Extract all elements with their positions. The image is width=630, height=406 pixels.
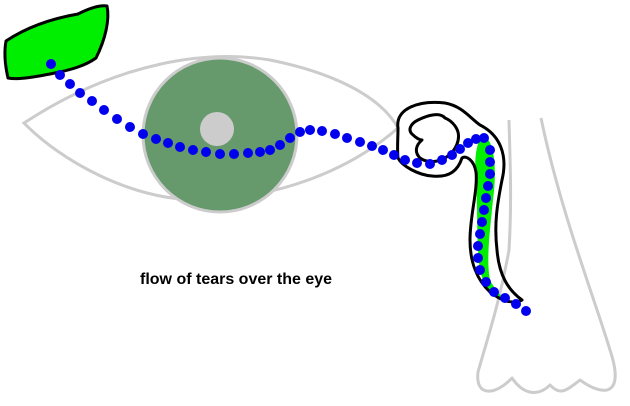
punctum-opening — [408, 113, 460, 164]
tear-dot — [201, 147, 211, 157]
tear-dot — [295, 127, 305, 137]
tear-dot — [55, 70, 65, 80]
tear-dot — [355, 137, 365, 147]
tear-dot — [215, 149, 225, 159]
tear-dot — [163, 138, 173, 148]
tear-dot — [378, 145, 388, 155]
tear-dot — [138, 129, 148, 139]
tear-dot — [479, 205, 489, 215]
tear-dot — [481, 277, 491, 287]
tear-dot — [285, 133, 295, 143]
tear-dot — [521, 306, 531, 316]
tear-dot — [188, 145, 198, 155]
tear-dot — [511, 299, 521, 309]
tear-dot — [151, 134, 161, 144]
tear-dot — [485, 169, 495, 179]
tear-dot — [463, 138, 473, 148]
pupil — [200, 112, 234, 146]
tear-dot — [447, 150, 457, 160]
tear-flow-path — [46, 59, 531, 316]
tear-dot — [471, 134, 481, 144]
tear-dot — [412, 158, 422, 168]
tear-dot — [500, 293, 510, 303]
tear-dot — [175, 142, 185, 152]
tear-dot — [389, 150, 399, 160]
tear-dot — [65, 79, 75, 89]
tear-dot — [455, 144, 465, 154]
tear-dot — [367, 141, 377, 151]
tear-dot — [75, 88, 85, 98]
tear-dot — [481, 193, 491, 203]
tear-dot — [473, 241, 483, 251]
tear-dot — [400, 155, 410, 165]
tear-dot — [275, 140, 285, 150]
tear-dot — [255, 147, 265, 157]
tear-dot — [125, 122, 135, 132]
tear-dot — [99, 105, 109, 115]
nose-outline — [476, 117, 617, 394]
tear-dot — [330, 129, 340, 139]
tear-dot — [229, 149, 239, 159]
tear-dot — [479, 133, 489, 143]
tear-dot — [305, 125, 315, 135]
tear-dot — [485, 145, 495, 155]
tear-dot — [265, 145, 275, 155]
tear-dot — [425, 159, 435, 169]
tear-dot — [46, 59, 56, 69]
tear-dot — [437, 155, 447, 165]
tear-dot — [317, 126, 327, 136]
tear-dot — [485, 157, 495, 167]
tear-dot — [477, 217, 487, 227]
tear-dot — [342, 133, 352, 143]
tear-dot — [243, 148, 253, 158]
tear-dot — [489, 287, 499, 297]
diagram-caption: flow of tears over the eye — [140, 271, 333, 288]
tear-dot — [473, 253, 483, 263]
tear-dot — [475, 229, 485, 239]
lacrimal-gland — [3, 4, 110, 81]
tear-dot — [475, 265, 485, 275]
tear-dot — [87, 96, 97, 106]
tear-dot — [483, 181, 493, 191]
tear-dot — [112, 114, 122, 124]
